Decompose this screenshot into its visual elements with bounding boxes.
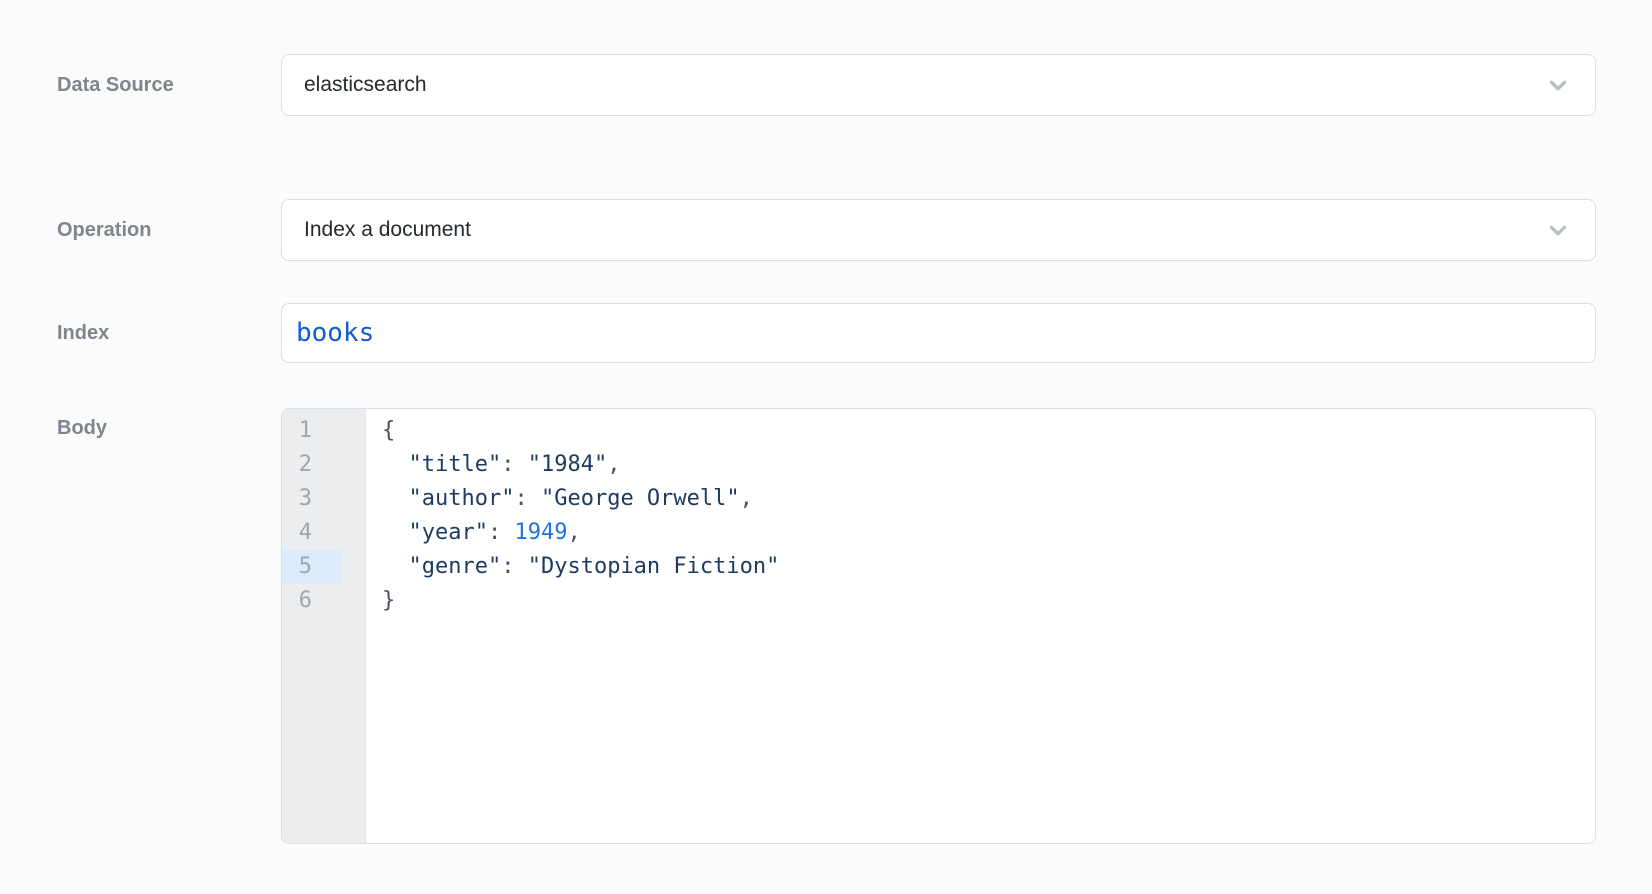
index-input[interactable] <box>281 303 1596 363</box>
index-label: Index <box>57 322 110 344</box>
code-line: "title": "1984", <box>408 452 621 477</box>
editor-code[interactable]: { "title": "1984", "author": "George Orw… <box>366 409 1595 843</box>
body-code-editor[interactable]: 1 2 3 4 5 6 { "title": "1984", "author": "Geo… <box>281 408 1596 844</box>
operation-label: Operation <box>57 219 152 241</box>
code-line: { <box>382 418 396 443</box>
editor-gutter: 1 2 3 4 5 6 <box>282 409 366 843</box>
line-number: 2 <box>298 452 312 477</box>
code-line: } <box>382 588 396 613</box>
data-source-select[interactable]: elasticsearch <box>281 54 1596 116</box>
chevron-down-icon <box>1545 217 1571 243</box>
line-number: 6 <box>298 588 312 613</box>
line-number: 1 <box>298 418 312 443</box>
code-line: "year": 1949, <box>408 520 581 545</box>
operation-select[interactable]: Index a document <box>281 199 1596 261</box>
chevron-down-icon <box>1545 72 1571 98</box>
line-number: 3 <box>298 486 312 511</box>
code-line: "author": "George Orwell", <box>408 486 753 511</box>
code-line: "genre": "Dystopian Fiction" <box>408 554 780 579</box>
operation-selected-value: Index a document <box>304 218 471 241</box>
line-number: 4 <box>298 520 312 545</box>
data-source-selected-value: elasticsearch <box>304 73 427 96</box>
data-source-label: Data Source <box>57 74 174 96</box>
body-label: Body <box>57 417 107 439</box>
line-number: 5 <box>282 550 342 584</box>
